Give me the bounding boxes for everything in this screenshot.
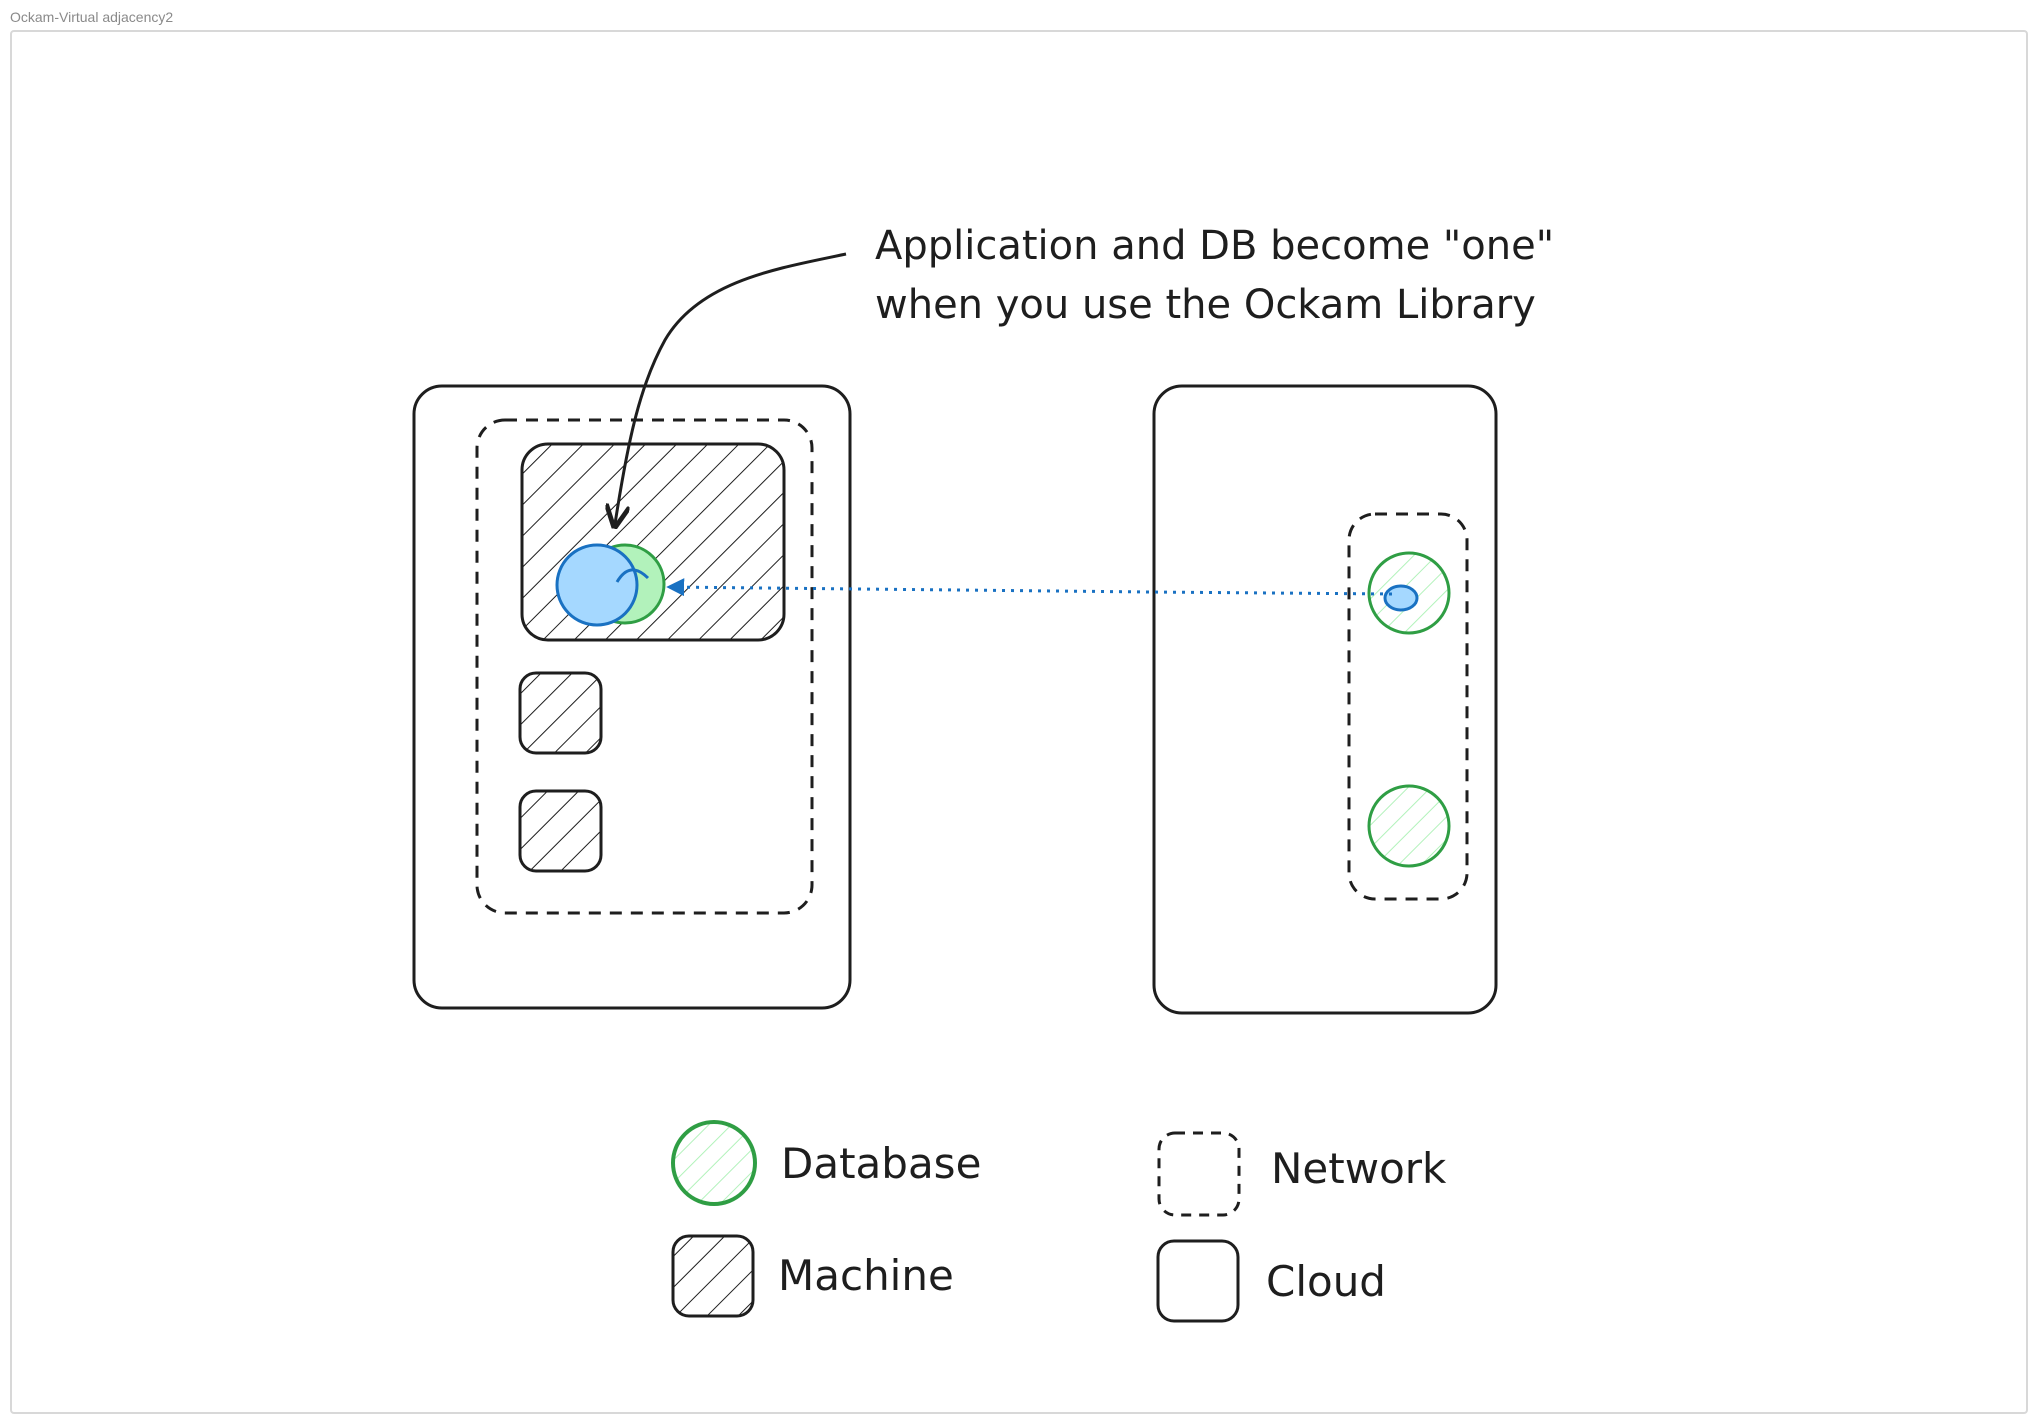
legend-machine-label: Machine — [778, 1251, 954, 1300]
legend-database: Database — [671, 1120, 981, 1206]
connection-endpoint-icon — [1383, 584, 1419, 612]
annotation-line-2: when you use the Ockam Library — [875, 282, 1536, 328]
annotation-line-1: Application and DB become "one" — [875, 223, 1554, 269]
legend-cloud: Cloud — [1156, 1239, 1386, 1323]
application-icon — [555, 543, 650, 627]
left-cloud — [412, 384, 852, 1010]
left-network — [475, 418, 814, 915]
legend-network: Network — [1157, 1131, 1447, 1217]
database-top — [1367, 551, 1451, 635]
right-network — [1347, 512, 1469, 901]
right-cloud — [1152, 384, 1498, 1015]
database-bottom — [1367, 784, 1451, 868]
frame-title: Ockam-Virtual adjacency2 — [10, 9, 174, 25]
machine-small-2 — [518, 789, 603, 873]
machine-small-1 — [518, 671, 603, 755]
legend-network-label: Network — [1271, 1144, 1447, 1193]
annotation-arrow — [615, 252, 847, 524]
legend-cloud-label: Cloud — [1266, 1257, 1386, 1306]
canvas-frame — [10, 30, 2028, 1414]
legend-database-label: Database — [781, 1139, 981, 1188]
legend-machine: Machine — [671, 1234, 954, 1318]
legend: Database Machine Network Cloud — [671, 1120, 1447, 1323]
